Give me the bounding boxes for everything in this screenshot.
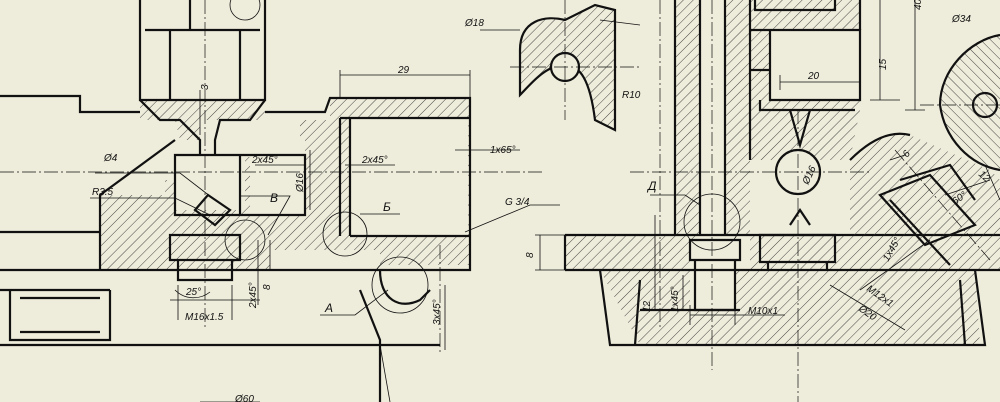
left-section-view xyxy=(0,0,560,402)
dim-8-right: 8 xyxy=(525,252,536,258)
label-view-b: Б xyxy=(383,200,391,214)
dim-r-10: R10 xyxy=(622,90,641,101)
dim-8: 8 xyxy=(262,284,273,290)
dim-dia-18: Ø18 xyxy=(464,18,484,29)
dim-6: 6 xyxy=(901,148,913,160)
upper-boss-hatch xyxy=(140,100,265,140)
dim-dia-60: Ø60 xyxy=(234,394,254,402)
label-view-d: Д xyxy=(646,179,657,193)
dim-r-3-5: R3.5 xyxy=(92,187,114,198)
dim-chamfer-2x45-a: 2x45° xyxy=(251,155,278,166)
dim-1x65: 1x65° xyxy=(490,145,516,156)
right-section-view xyxy=(480,0,1000,402)
dim-20: 20 xyxy=(807,71,820,82)
thread-m10: M10x1 xyxy=(748,306,778,317)
dim-chamfer-3x45: 3x45° xyxy=(432,299,443,325)
dim-dia-4: Ø4 xyxy=(103,153,118,164)
dim-dia-16: Ø16 xyxy=(295,173,306,193)
dim-dia-34: Ø34 xyxy=(951,14,971,25)
dim-12b: 12 xyxy=(642,300,653,312)
angle-25: 25° xyxy=(185,287,201,298)
left-view-annotations: 29 Ø4 R3.5 2x45° 2x45° Ø16 1x65° G 3/4 3… xyxy=(92,65,530,402)
dim-chamfer-1x45-a: 1x45° xyxy=(670,286,681,312)
dim-40: 40 xyxy=(913,0,924,10)
dim-chamfer-2x45-c: 2x45° xyxy=(248,282,259,309)
label-view-v: В xyxy=(270,191,278,205)
dim-29: 29 xyxy=(397,65,410,76)
dim-15: 15 xyxy=(878,58,889,70)
thread-m16: M16x1.5 xyxy=(185,312,224,323)
thread-g-3-4: G 3/4 xyxy=(505,197,530,208)
label-view-a: А xyxy=(324,301,333,315)
dim-chamfer-2x45-b: 2x45° xyxy=(361,155,388,166)
dim-3: 3 xyxy=(200,84,211,90)
